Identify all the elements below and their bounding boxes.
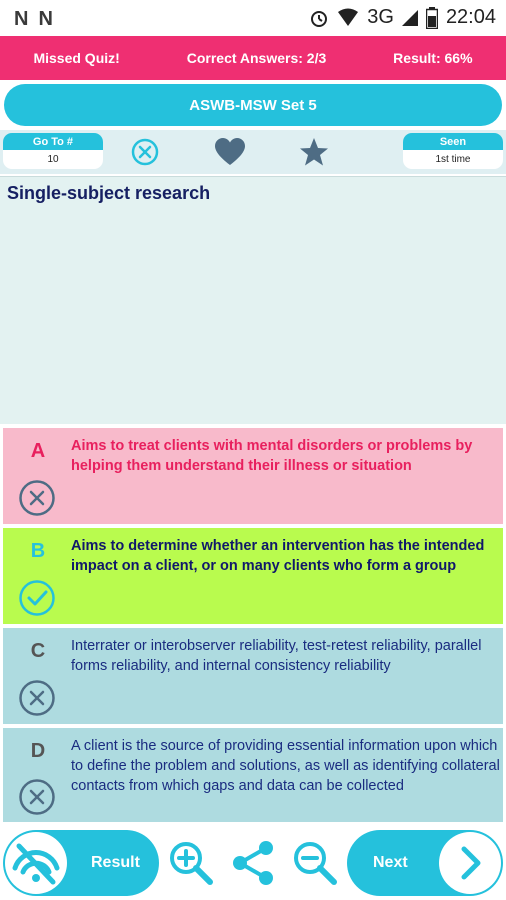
answer-letter: C bbox=[30, 640, 46, 662]
wrong-mark-icon bbox=[19, 480, 55, 516]
wrong-mark-icon bbox=[19, 779, 55, 815]
result-label: Result bbox=[91, 854, 140, 871]
status-bar: N N 3G 22:04 bbox=[0, 0, 506, 36]
question-text: Single-subject research bbox=[7, 183, 211, 203]
answer-text: Aims to treat clients with mental disord… bbox=[71, 438, 473, 474]
notification-icons: N N bbox=[14, 8, 53, 31]
answer-letter: B bbox=[30, 540, 46, 562]
answer-option-a[interactable]: A Aims to treat clients with mental diso… bbox=[3, 428, 503, 524]
result-button[interactable]: Result bbox=[3, 830, 159, 896]
wifi-icon bbox=[338, 8, 359, 26]
score-bar: Missed Quiz! Correct Answers: 2/3 Result… bbox=[0, 36, 506, 80]
goto-value[interactable]: 10 bbox=[3, 150, 103, 169]
zoom-out-icon[interactable] bbox=[290, 838, 340, 888]
missed-quiz-label: Missed Quiz! bbox=[33, 50, 120, 66]
alarm-icon bbox=[311, 10, 328, 27]
goto-question[interactable]: Go To # 10 bbox=[3, 133, 103, 171]
share-icon[interactable] bbox=[228, 838, 278, 888]
bottom-nav: Result Next bbox=[0, 826, 506, 900]
quiz-title: ASWB-MSW Set 5 bbox=[4, 84, 502, 126]
question-panel: Single-subject research bbox=[0, 176, 506, 424]
seen-status: Seen 1st time bbox=[403, 133, 503, 171]
wrong-mark-icon bbox=[19, 680, 55, 716]
answer-option-d[interactable]: D A client is the source of providing es… bbox=[3, 728, 503, 822]
result-circle bbox=[5, 832, 67, 894]
answer-text: A client is the source of providing esse… bbox=[71, 738, 500, 794]
answer-text: Interrater or interobserver reliability,… bbox=[71, 638, 482, 674]
result-gauge-icon bbox=[12, 843, 60, 885]
battery-icon bbox=[425, 6, 438, 29]
answer-letter: D bbox=[30, 740, 46, 762]
answer-option-c[interactable]: C Interrater or interobserver reliabilit… bbox=[3, 628, 503, 724]
clock: 22:04 bbox=[445, 6, 496, 28]
check-mark-icon bbox=[19, 580, 55, 616]
answer-option-b[interactable]: B Aims to determine whether an intervent… bbox=[3, 528, 503, 624]
network-type: 3G bbox=[367, 6, 394, 28]
answer-letter: A bbox=[30, 440, 46, 462]
next-label: Next bbox=[373, 854, 408, 871]
notification-n-icon: N bbox=[38, 8, 53, 30]
seen-label: Seen bbox=[403, 133, 503, 150]
heart-icon[interactable] bbox=[214, 137, 246, 167]
close-circle-icon[interactable] bbox=[130, 137, 160, 167]
seen-value: 1st time bbox=[403, 150, 503, 169]
zoom-in-icon[interactable] bbox=[166, 838, 216, 888]
notification-n-icon: N bbox=[14, 8, 29, 30]
result-percent-label: Result: 66% bbox=[393, 50, 473, 66]
star-icon[interactable] bbox=[299, 137, 329, 167]
status-icons: 3G 22:04 bbox=[309, 6, 496, 29]
next-button[interactable]: Next bbox=[347, 830, 503, 896]
correct-answers-label: Correct Answers: 2/3 bbox=[186, 50, 327, 66]
chevron-right-icon bbox=[461, 846, 481, 880]
question-toolbar: Go To # 10 Seen 1st time bbox=[0, 130, 506, 174]
signal-icon bbox=[401, 9, 418, 26]
next-circle bbox=[439, 832, 501, 894]
goto-label: Go To # bbox=[3, 133, 103, 150]
answer-text: Aims to determine whether an interventio… bbox=[71, 538, 485, 574]
